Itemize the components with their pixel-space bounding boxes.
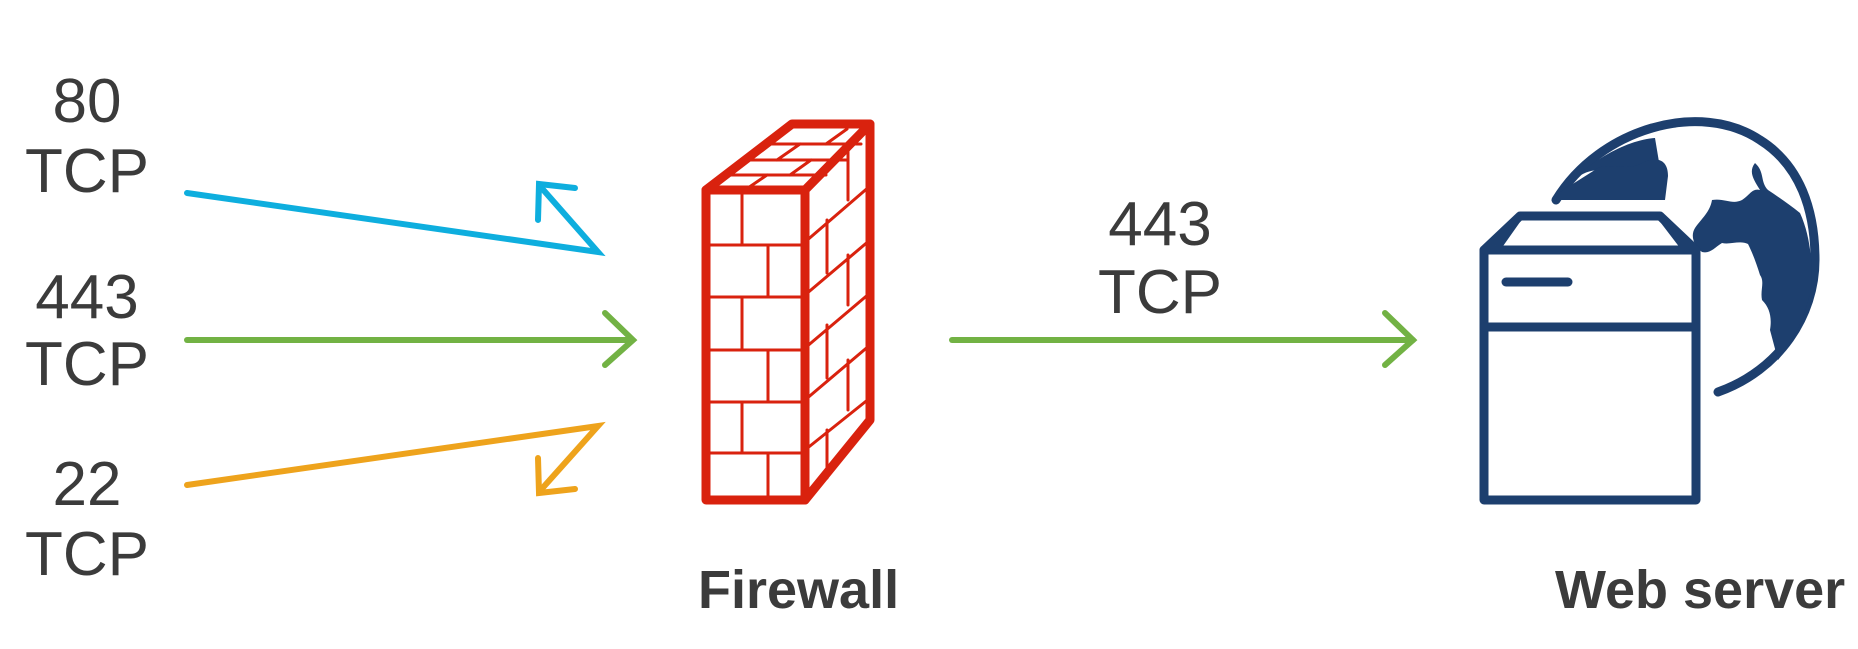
https-port-label: 443 TCP <box>25 263 149 399</box>
http-blocked-arrow <box>184 180 606 257</box>
ssh-protocol: TCP <box>25 520 149 589</box>
http-port-label: 80 TCP <box>25 67 149 206</box>
https-port-number: 443 <box>35 263 138 332</box>
ssh-blocked-arrow <box>184 421 606 497</box>
firewall-label: Firewall <box>698 560 899 620</box>
ssh-port-label: 22 TCP <box>25 450 149 589</box>
forwarded-port-number: 443 <box>1108 190 1211 259</box>
forwarded-port-label: 443 TCP <box>1098 190 1222 327</box>
ssh-port-number: 22 <box>53 450 122 519</box>
https-incoming-arrow <box>184 310 638 368</box>
forwarded-protocol: TCP <box>1098 258 1222 327</box>
https-protocol: TCP <box>25 330 149 399</box>
http-port-number: 80 <box>53 67 122 136</box>
forwarded-arrow <box>949 310 1418 368</box>
firewall-icon <box>701 119 875 505</box>
web-server-label: Web server <box>1555 560 1845 620</box>
http-protocol: TCP <box>25 137 149 206</box>
web-server-icon <box>1479 117 1820 505</box>
